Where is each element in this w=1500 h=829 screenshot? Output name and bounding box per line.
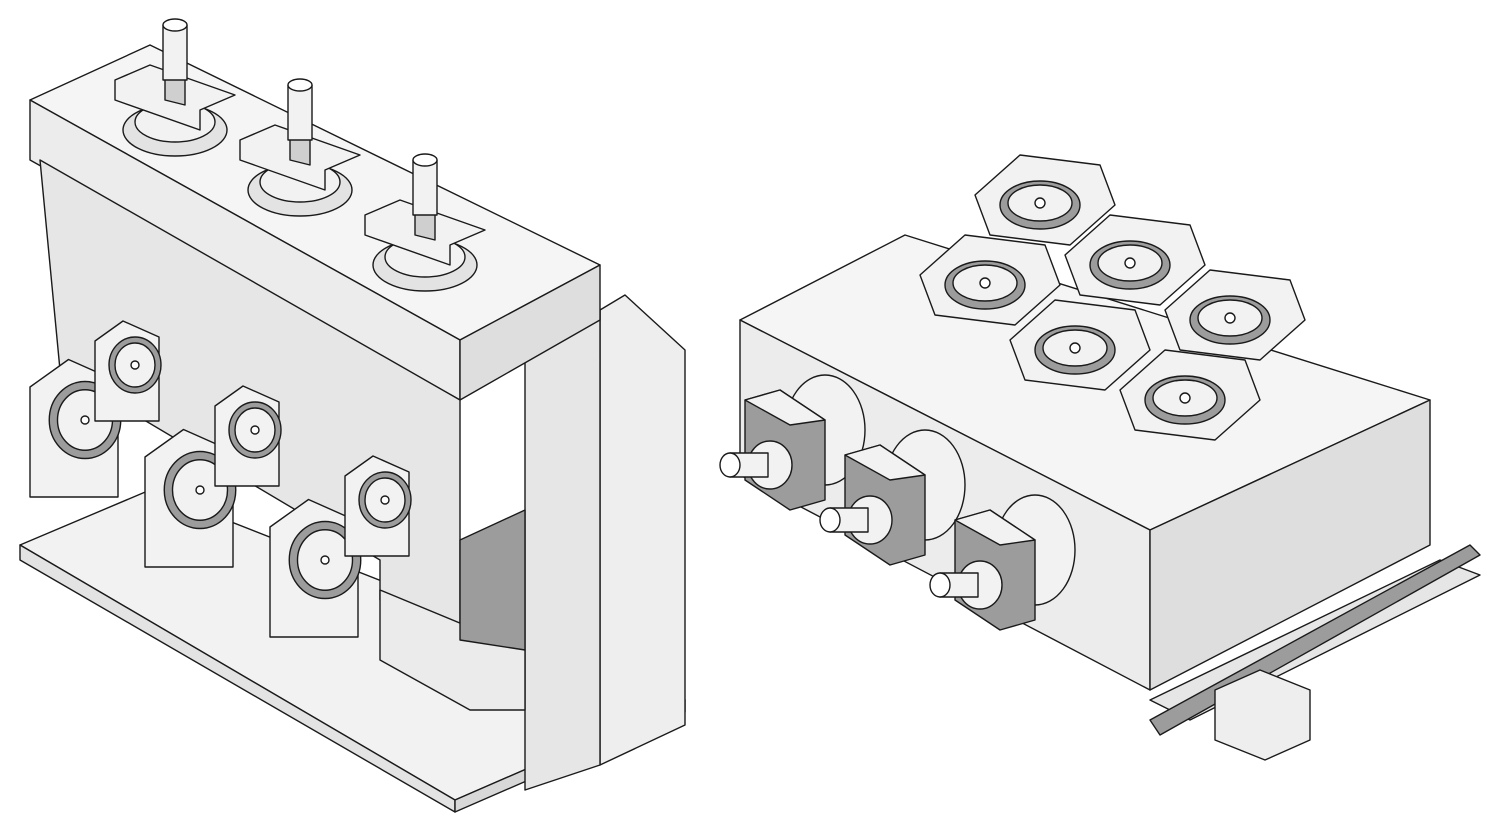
center-bolt bbox=[130, 360, 140, 370]
hex-shaft bbox=[287, 84, 313, 141]
center-bolt bbox=[195, 485, 205, 495]
center-bolt bbox=[1124, 257, 1136, 269]
center-bolt bbox=[1034, 197, 1046, 209]
hex-shaft bbox=[162, 24, 188, 81]
hex-shaft-end bbox=[929, 572, 951, 598]
left-shadow-area bbox=[459, 509, 526, 651]
top-roller-unit bbox=[1119, 349, 1261, 441]
center-bolt bbox=[250, 425, 260, 435]
hex-shaft bbox=[412, 159, 438, 216]
top-roller-unit bbox=[1009, 299, 1151, 391]
left-main-block-side bbox=[459, 264, 601, 401]
clamp-top bbox=[954, 509, 1036, 546]
center-bolt bbox=[1224, 312, 1236, 324]
hex-shaft-end bbox=[719, 452, 741, 478]
center-bolt bbox=[320, 555, 330, 565]
top-roller-unit bbox=[364, 153, 486, 292]
front-roller-unit bbox=[344, 455, 412, 557]
top-roller-unit bbox=[1064, 214, 1206, 306]
front-roller-unit bbox=[269, 498, 362, 638]
front-shaft-unit bbox=[719, 374, 866, 511]
top-roller-unit bbox=[1164, 269, 1306, 361]
center-bolt bbox=[1179, 392, 1191, 404]
top-roller-unit bbox=[974, 154, 1116, 246]
left-side-plate-face bbox=[524, 309, 601, 791]
top-roller-unit bbox=[239, 78, 361, 217]
clamp-top bbox=[844, 444, 926, 481]
front-shaft-unit bbox=[819, 429, 966, 566]
front-shaft-unit bbox=[929, 494, 1076, 631]
front-roller-unit bbox=[94, 320, 162, 422]
center-bolt bbox=[80, 415, 90, 425]
top-roller-unit bbox=[114, 18, 236, 157]
hex-shaft-end bbox=[412, 153, 438, 167]
left-side-plate bbox=[599, 294, 686, 766]
hex-shaft-end bbox=[162, 18, 188, 32]
right-main-block-side bbox=[1149, 399, 1431, 691]
hex-shaft-end bbox=[819, 507, 841, 533]
right-roll-forming-assembly bbox=[719, 154, 1481, 761]
left-roll-forming-assembly bbox=[19, 18, 686, 813]
hex-shaft-end bbox=[287, 78, 313, 92]
center-bolt bbox=[1069, 342, 1081, 354]
top-roller-unit bbox=[919, 234, 1061, 326]
right-slider-block bbox=[1214, 669, 1311, 761]
front-roller-unit bbox=[214, 385, 282, 487]
center-bolt bbox=[979, 277, 991, 289]
front-roller-unit bbox=[144, 428, 237, 568]
center-bolt bbox=[380, 495, 390, 505]
clamp-top bbox=[744, 389, 826, 426]
